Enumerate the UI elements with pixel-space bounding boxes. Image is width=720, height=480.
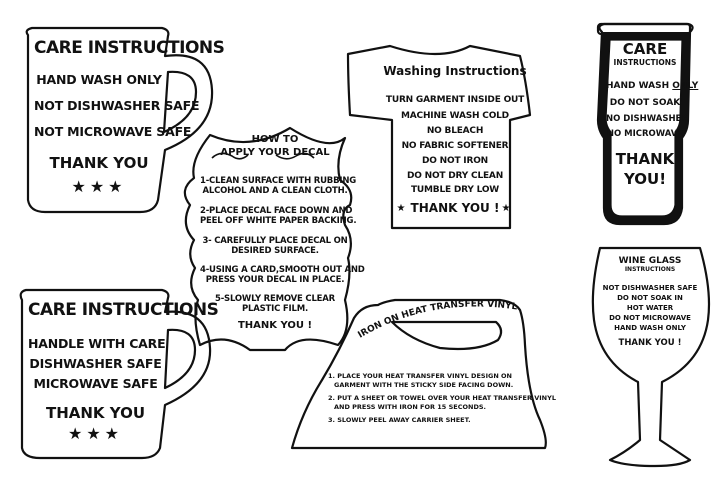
iron-handle-hole — [390, 320, 503, 351]
decal-step: 4-USING A CARD,SMOOTH OUT AND — [200, 265, 365, 275]
mug-2-thank-you: THANK YOU — [45, 404, 146, 422]
iron-outline — [290, 298, 547, 450]
mug-1-outline — [25, 26, 214, 214]
tumbler-title: CARE — [622, 40, 668, 58]
mug-1-thank-you: THANK YOU — [49, 154, 149, 172]
mug-2-stars: ★★★ — [67, 424, 124, 443]
mug-1-line: NOT DISHWASHER SAFE — [34, 98, 200, 113]
tumbler-only-text: ONLY — [672, 81, 699, 91]
wine-line: HAND WASH ONLY — [614, 324, 686, 332]
wine-line: DO NOT MICROWAVE — [609, 314, 691, 322]
tumbler-hand-wash-line: HAND WASH ONLY — [606, 81, 698, 91]
decal-step: PEEL OFF WHITE PAPER BACKING. — [200, 216, 357, 226]
mug-2-line: DISHWASHER SAFE — [29, 356, 162, 371]
shirt-line: DO NOT DRY CLEAN — [406, 171, 504, 181]
mug-2-outline — [19, 288, 212, 460]
wine-thank-you: THANK YOU ! — [618, 338, 682, 348]
decal-step: 1-CLEAN SURFACE WITH RUBBING — [200, 176, 357, 186]
wine-subtitle: INSTRUCTIONS — [624, 266, 676, 273]
mug-2-title: CARE INSTRUCTIONS — [28, 300, 219, 320]
shirt-star-left: ★ — [396, 203, 406, 214]
tumbler-thank: THANK — [615, 150, 675, 168]
mug-1-title: CARE INSTRUCTIONS — [34, 38, 225, 58]
shirt-line: TURN GARMENT INSIDE OUT — [385, 95, 525, 105]
iron-step: 1. PLACE YOUR HEAT TRANSFER VINYL DESIGN… — [328, 372, 512, 380]
wine-line: DO NOT SOAK IN — [617, 294, 683, 302]
decal-step: PLASTIC FILM. — [242, 304, 308, 314]
wine-line: NOT DISHWASHER SAFE — [602, 284, 698, 292]
tumbler-inner-panel — [605, 39, 683, 217]
tumbler-line: DO NOT SOAK — [609, 98, 681, 108]
shirt-line: NO FABRIC SOFTENER — [401, 141, 509, 151]
tumbler-subtitle: INSTRUCTIONS — [613, 58, 677, 67]
shirt-line: TUMBLE DRY LOW — [410, 185, 500, 195]
mug-2-handle-hole — [163, 328, 197, 390]
mug-2-line: HANDLE WITH CARE — [28, 336, 166, 351]
iron-step: 2. PUT A SHEET OR TOWEL OVER YOUR HEAT T… — [328, 394, 556, 402]
decal-title-line-2: APPLY YOUR DECAL — [220, 147, 330, 158]
tumbler-you: YOU! — [623, 170, 667, 188]
mug-1-stars: ★★★ — [71, 177, 127, 196]
tumbler-hand-wash-text: HAND WASH — [606, 81, 673, 91]
decal-swirls — [211, 152, 315, 160]
decal-step: ALCOHOL AND A CLEAN CLOTH. — [202, 186, 348, 196]
decal-label-outline — [183, 126, 353, 352]
decal-step: PRESS YOUR DECAL IN PLACE. — [205, 275, 345, 285]
decal-step: DESIRED SURFACE. — [231, 246, 319, 256]
shirt-line: DO NOT IRON — [422, 156, 488, 166]
decal-thank-you: THANK YOU ! — [237, 320, 313, 331]
tumbler-line: NO DISHWASHER — [606, 114, 688, 124]
iron-step: GARMENT WITH THE STICKY SIDE FACING DOWN… — [334, 381, 514, 389]
decal-title-line-1: HOW TO — [251, 134, 299, 145]
mug-1-line: NOT MICROWAVE SAFE — [34, 124, 192, 139]
decal-step: 5-SLOWLY REMOVE CLEAR — [214, 294, 336, 304]
shirt-title: Washing Instructions — [383, 64, 527, 78]
decal-step: 2-PLACE DECAL FACE DOWN AND — [200, 206, 353, 216]
iron-title: IRON ON HEAT TRANSFER VINYL — [356, 299, 518, 340]
shirt-thank-you: THANK YOU ! — [410, 201, 500, 215]
tshirt-outline — [346, 44, 532, 230]
shirt-star-right: ★ — [501, 203, 511, 214]
wine-glass-outline — [591, 246, 711, 468]
mug-1-handle-hole — [162, 70, 198, 134]
shirt-line: NO BLEACH — [426, 126, 484, 136]
wine-line: HOT WATER — [626, 304, 674, 312]
shirt-line: MACHINE WASH COLD — [401, 111, 509, 121]
mug-1-line: HAND WASH ONLY — [36, 72, 162, 87]
tumbler-line: NO MICROWAVE — [606, 129, 684, 139]
wine-title: WINE GLASS — [618, 256, 682, 266]
iron-step: 3. SLOWLY PEEL AWAY CARRIER SHEET. — [328, 416, 471, 424]
iron-step: AND PRESS WITH IRON FOR 15 SECONDS. — [334, 403, 486, 411]
mug-2-line: MICROWAVE SAFE — [33, 376, 158, 391]
decal-step: 3- CAREFULLY PLACE DECAL ON — [202, 236, 348, 246]
